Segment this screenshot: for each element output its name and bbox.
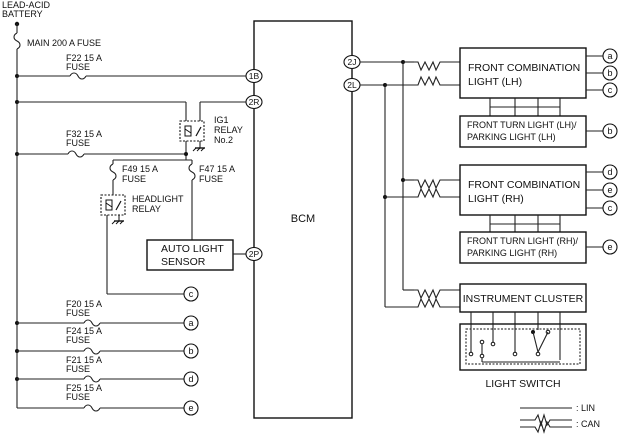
ftl-rh-label-line2: PARKING LIGHT (RH) bbox=[467, 248, 557, 258]
connector-d-left bbox=[183, 371, 199, 387]
auto-light-sensor-label-line1: AUTO LIGHT bbox=[161, 243, 224, 255]
connector-d-right-label: d bbox=[607, 167, 612, 177]
light-switch-label: LIGHT SWITCH bbox=[485, 378, 560, 390]
f25-label-line1: F25 15 A bbox=[66, 383, 102, 393]
connector-b-right-2-label: b bbox=[607, 126, 612, 136]
f25-label-line2: FUSE bbox=[66, 392, 90, 402]
connector-a-left-label: a bbox=[188, 318, 193, 328]
pin-1b-label: 1B bbox=[249, 71, 260, 81]
light-switch bbox=[459, 323, 587, 371]
pin-2l-label: 2L bbox=[347, 80, 357, 90]
f32-label-line2: FUSE bbox=[66, 138, 90, 148]
main-fuse bbox=[13, 24, 21, 408]
connector-c-left-label: c bbox=[189, 289, 194, 299]
connector-d-right bbox=[602, 164, 618, 180]
fcl-rh-label-line2: LIGHT (RH) bbox=[468, 193, 524, 205]
pin-1b bbox=[245, 68, 263, 84]
f21-fuse bbox=[17, 375, 184, 383]
connector-e-right-2-label: e bbox=[607, 242, 612, 252]
connector-c-left bbox=[183, 286, 199, 302]
f25-fuse bbox=[17, 404, 184, 412]
f32-fuse bbox=[17, 150, 186, 158]
f32-label-line1: F32 15 A bbox=[66, 129, 102, 139]
connector-b-right-2 bbox=[602, 123, 618, 139]
connector-b-right-label: b bbox=[607, 68, 612, 78]
legend-can-label: : CAN bbox=[576, 419, 600, 429]
connector-b-right bbox=[602, 65, 618, 81]
legend-can bbox=[520, 413, 572, 434]
f20-label-line1: F20 15 A bbox=[66, 299, 102, 309]
battery-label-line1: LEAD-ACID bbox=[2, 0, 51, 10]
pin-2p-label: 2P bbox=[249, 249, 260, 259]
ig1-relay-label-line2: RELAY bbox=[214, 125, 243, 135]
headlight-relay-label-line1: HEADLIGHT bbox=[132, 194, 184, 204]
battery-label-line2: BATTERY bbox=[2, 9, 43, 19]
ftl-rh-label-line1: FRONT TURN LIGHT (RH)/ bbox=[467, 236, 579, 246]
connector-a-left bbox=[183, 315, 199, 331]
connector-c-right-2-label: c bbox=[608, 203, 613, 213]
legend-lin-label: : LIN bbox=[576, 403, 595, 413]
headlight-relay-label-line2: RELAY bbox=[132, 204, 161, 214]
bcm-label: BCM bbox=[291, 213, 315, 225]
f21-label-line1: F21 15 A bbox=[66, 355, 102, 365]
f49-label-line2: FUSE bbox=[122, 174, 146, 184]
headlight-relay bbox=[100, 194, 126, 225]
lin-lines-rh bbox=[489, 215, 561, 232]
connector-e-right bbox=[602, 182, 618, 198]
connector-d-left-label: d bbox=[188, 374, 193, 384]
ig1-relay-label-line3: No.2 bbox=[214, 135, 233, 145]
connector-a-right-label: a bbox=[607, 51, 612, 61]
f22-label-line1: F22 15 A bbox=[66, 53, 102, 63]
f47-fuse bbox=[188, 160, 196, 240]
connector-b-left bbox=[183, 343, 199, 359]
f49-fuse bbox=[109, 160, 117, 195]
auto-light-sensor-label-line2: SENSOR bbox=[161, 256, 206, 268]
connector-c-right-label: c bbox=[608, 85, 613, 95]
instrument-cluster-label: INSTRUMENT CLUSTER bbox=[463, 293, 584, 305]
f22-label-line2: FUSE bbox=[66, 62, 90, 72]
f24-label-line2: FUSE bbox=[66, 335, 90, 345]
instrument-cluster-box bbox=[459, 283, 587, 313]
bcm-box bbox=[253, 20, 353, 419]
front-turn-light-lh-box bbox=[459, 115, 587, 148]
f47-label-line1: F47 15 A bbox=[199, 164, 235, 174]
connector-e-right-label: e bbox=[607, 185, 612, 195]
f21-label-line2: FUSE bbox=[66, 364, 90, 374]
lin-lines-switch bbox=[470, 312, 561, 324]
f20-fuse bbox=[17, 319, 184, 327]
f24-fuse bbox=[17, 347, 184, 355]
fcl-lh-label-line1: FRONT COMBINATION bbox=[468, 62, 580, 74]
f49-label-line1: F49 15 A bbox=[122, 164, 158, 174]
f20-label-line2: FUSE bbox=[66, 308, 90, 318]
fcl-lh-label-line2: LIGHT (LH) bbox=[468, 76, 522, 88]
fcl-rh-label-line1: FRONT COMBINATION bbox=[468, 179, 580, 191]
ftl-lh-label-line2: PARKING LIGHT (LH) bbox=[467, 132, 556, 142]
f24-label-line1: F24 15 A bbox=[66, 326, 102, 336]
ftl-lh-label-line1: FRONT TURN LIGHT (LH)/ bbox=[467, 120, 577, 130]
ig1-relay bbox=[179, 120, 205, 152]
connector-a-right bbox=[602, 48, 618, 64]
connector-c-right bbox=[602, 82, 618, 98]
f47-label-line2: FUSE bbox=[199, 174, 223, 184]
front-combination-light-lh-box bbox=[459, 47, 587, 99]
pin-2r-label: 2R bbox=[249, 97, 260, 107]
connector-b-left-label: b bbox=[188, 346, 193, 356]
ig1-relay-label-line1: IG1 bbox=[214, 115, 229, 125]
pin-2r bbox=[245, 94, 263, 110]
auto-light-sensor-box bbox=[146, 239, 234, 271]
main-fuse-label: MAIN 200 A FUSE bbox=[27, 38, 101, 48]
connector-e-right-2 bbox=[602, 239, 618, 255]
pin-2j-label: 2J bbox=[348, 57, 357, 67]
junction bbox=[184, 152, 188, 156]
connector-e-left bbox=[183, 400, 199, 416]
connector-e-left-label: e bbox=[188, 403, 193, 413]
pin-2p bbox=[245, 246, 263, 262]
connector-c-right-2 bbox=[602, 200, 618, 216]
lin-lines-lh bbox=[489, 98, 561, 116]
can-bus bbox=[360, 60, 460, 309]
f22-fuse bbox=[17, 72, 246, 80]
